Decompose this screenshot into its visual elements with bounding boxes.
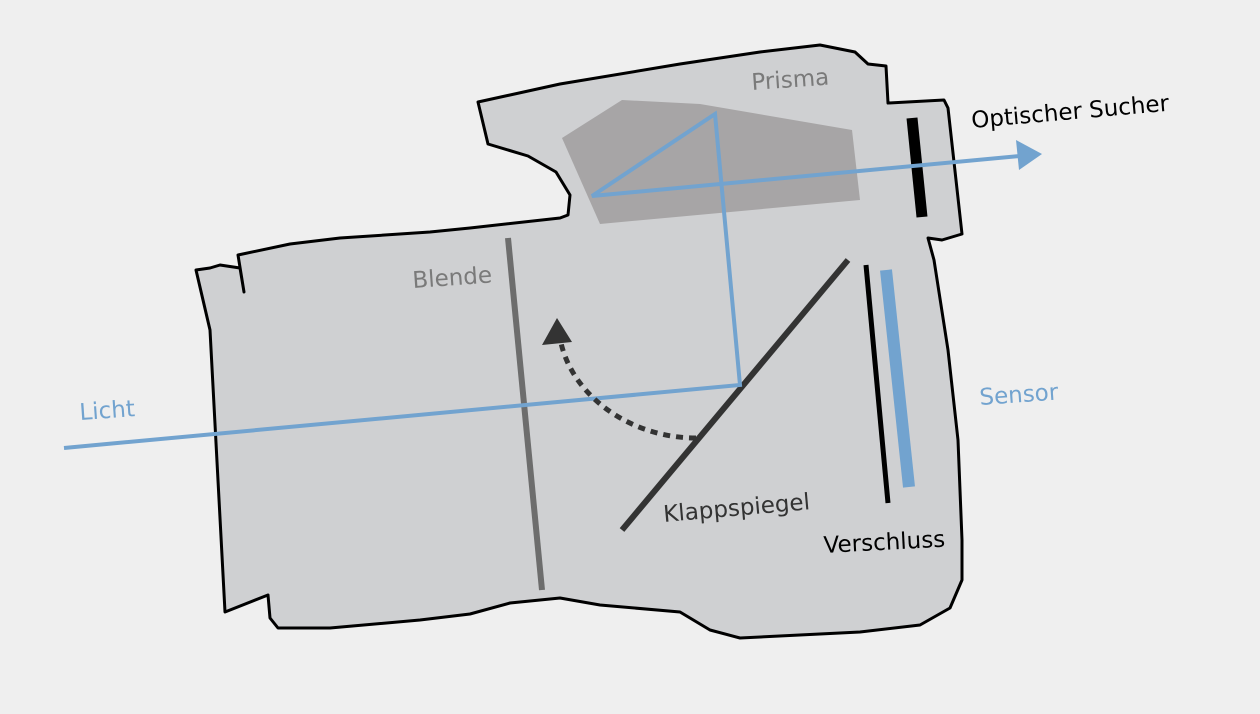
arrow-right-icon [1016, 140, 1042, 170]
prism-label: Prisma [751, 65, 830, 96]
curved-dotted-arrow-icon [557, 337, 697, 441]
curved-arrow-head [542, 318, 572, 345]
sensor-bar [880, 269, 915, 488]
viewfinder-label: Optischer Sucher [970, 91, 1170, 134]
light-ray [63, 110, 1021, 450]
shutter-label: Verschluss [823, 527, 946, 559]
sensor-label: Sensor [979, 380, 1060, 411]
shutter-line [863, 264, 891, 504]
aperture-line [505, 237, 545, 591]
mirror-line [619, 258, 851, 532]
aperture-label: Blende [412, 262, 493, 293]
light-label: Licht [79, 396, 136, 426]
